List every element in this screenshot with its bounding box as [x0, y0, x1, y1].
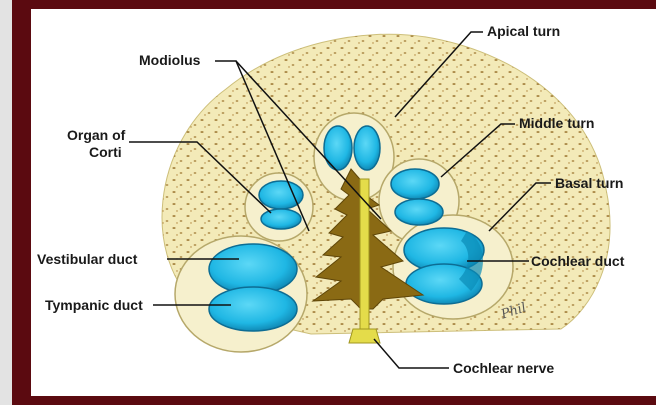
- label-modiolus: Modiolus: [139, 52, 200, 69]
- label-tympanic-duct: Tympanic duct: [45, 297, 143, 314]
- picture-frame: Apical turn Modiolus Middle turn Organ o…: [12, 0, 656, 405]
- label-organ-of-corti-line1: Organ of: [67, 127, 125, 144]
- label-middle-turn: Middle turn: [519, 115, 594, 132]
- cochlear-nerve-stem: [360, 179, 369, 335]
- diagram-canvas: Apical turn Modiolus Middle turn Organ o…: [31, 9, 656, 396]
- label-basal-turn: Basal turn: [555, 175, 623, 192]
- label-organ-of-corti-line2: Corti: [89, 144, 122, 161]
- cochlea-illustration: [31, 9, 656, 396]
- label-vestibular-duct: Vestibular duct: [37, 251, 137, 268]
- label-cochlear-duct: Cochlear duct: [531, 253, 624, 270]
- label-cochlear-nerve: Cochlear nerve: [453, 360, 554, 377]
- label-apical-turn: Apical turn: [487, 23, 560, 40]
